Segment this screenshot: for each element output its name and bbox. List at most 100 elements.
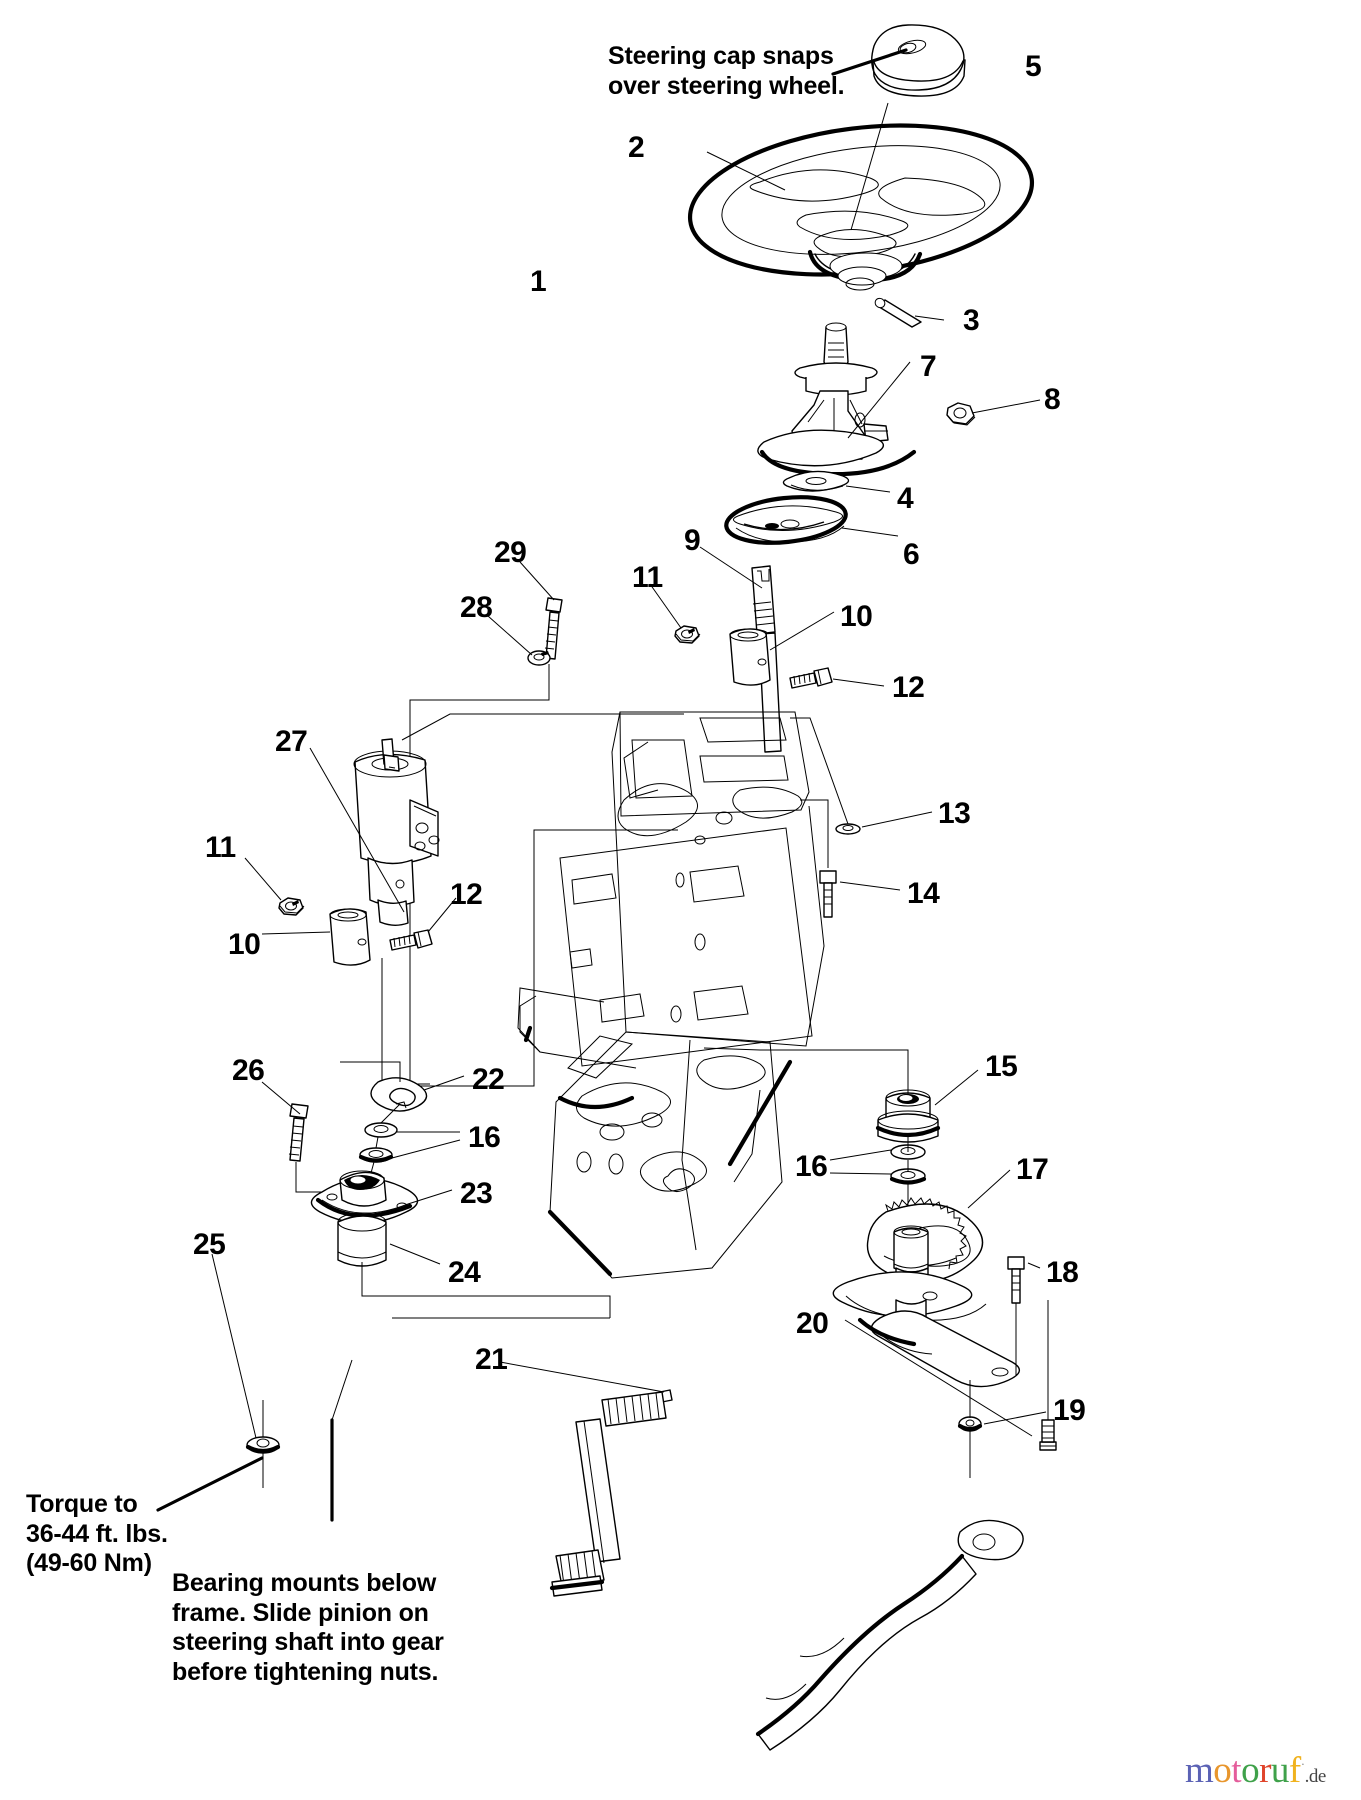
part-18-hex-bolt — [1007, 1256, 1025, 1376]
wm-dot: · — [1300, 1756, 1305, 1772]
callout-9: 9 — [684, 524, 701, 557]
part-10-coupler-lower — [329, 908, 371, 966]
part-3-roll-pin — [874, 297, 922, 328]
callout-10-lower: 10 — [228, 928, 261, 961]
callout-25: 25 — [193, 1228, 226, 1261]
wm-suffix: .de — [1304, 1766, 1327, 1787]
part-17-sector-gear — [866, 1197, 984, 1283]
callout-18: 18 — [1046, 1256, 1079, 1289]
callout-20: 20 — [796, 1307, 829, 1340]
part-19-fastener — [957, 1380, 983, 1478]
callout-21: 21 — [475, 1343, 508, 1376]
part-15-bushing-flanged — [875, 1089, 941, 1143]
callout-16-left: 16 — [468, 1121, 501, 1154]
part-13-flat-washer — [835, 823, 861, 835]
leader-16-right-b — [829, 1172, 892, 1175]
part-12-hex-bolt-upper — [789, 667, 833, 689]
callout-12-upper: 12 — [892, 671, 925, 704]
callout-13: 13 — [938, 797, 971, 830]
leader-12-upper — [832, 678, 885, 687]
part-16-washer-left-upper — [364, 1122, 398, 1138]
leader-6 — [841, 527, 899, 537]
part-21-steering-shaft-pinion — [549, 1389, 673, 1597]
part-25-lock-nut — [245, 1400, 281, 1488]
note-torque: Torque to 36-44 ft. lbs. (49-60 Nm) — [26, 1490, 168, 1577]
leader-cap-to-wheel — [850, 102, 889, 231]
callout-6: 6 — [903, 538, 920, 571]
part-11-lock-washer-lower — [278, 897, 305, 916]
callout-12-lower: 12 — [450, 878, 483, 911]
callout-17: 17 — [1016, 1153, 1049, 1186]
leader-26 — [261, 1081, 301, 1115]
callout-23: 23 — [460, 1177, 493, 1210]
wm-letter-u: u — [1270, 1750, 1290, 1791]
part-11-lock-washer-upper — [674, 625, 701, 644]
wm-letter-o1: o — [1213, 1750, 1232, 1791]
callout-10-upper: 10 — [840, 600, 873, 633]
part-12-hex-bolt-lower — [389, 929, 433, 951]
part-22-retaining-ring — [370, 1077, 428, 1112]
wm-letter-t: t — [1231, 1750, 1242, 1791]
callout-24: 24 — [448, 1256, 481, 1289]
leader-15 — [934, 1069, 979, 1106]
part-19-drag-link — [755, 1519, 1024, 1751]
callout-26: 26 — [232, 1054, 265, 1087]
part-23-bearing-flange — [310, 1170, 419, 1224]
callout-19: 19 — [1053, 1394, 1086, 1427]
leader-13 — [861, 811, 933, 828]
leader-18 — [1027, 1262, 1041, 1269]
callout-3: 3 — [963, 304, 980, 337]
wm-letter-f: f — [1288, 1750, 1301, 1791]
spindle-lower-arm — [832, 1267, 1021, 1388]
leader-19 — [983, 1411, 1047, 1425]
leader-2 — [706, 151, 786, 191]
leader-8 — [971, 399, 1041, 414]
part-14-carriage-bolt — [819, 870, 837, 918]
part-4-flat-washer — [782, 470, 850, 492]
part-16-washer-left-lower — [358, 1147, 394, 1163]
callout-28: 28 — [460, 591, 493, 624]
leader-3 — [914, 315, 945, 321]
part-27-electric-steering-motor — [353, 738, 440, 926]
leader-27 — [309, 747, 405, 913]
leader-note-steering-cap — [831, 48, 908, 76]
note-steering-cap: Steering cap snaps over steering wheel. — [608, 42, 845, 100]
callout-27: 27 — [275, 725, 308, 758]
coupler-tie — [381, 829, 678, 1087]
assembly-tie-left — [409, 664, 550, 1085]
leader-21 — [499, 1361, 665, 1393]
callout-8: 8 — [1044, 383, 1061, 416]
part-9-upper-steering-shaft — [751, 565, 782, 753]
part-6-insert-plate — [724, 495, 848, 545]
wm-letter-o2: o — [1241, 1750, 1260, 1791]
callout-4: 4 — [897, 482, 914, 515]
part-7-steering-adapter — [757, 322, 917, 477]
wm-letter-m: m — [1185, 1750, 1214, 1791]
callout-11-upper: 11 — [632, 561, 663, 594]
leader-29 — [519, 561, 555, 601]
frame-chassis — [517, 711, 825, 1279]
leader-17 — [967, 1169, 1011, 1209]
callout-2: 2 — [628, 131, 645, 164]
part-2-steering-wheel — [687, 123, 1035, 291]
callout-11-lower: 11 — [205, 831, 236, 864]
part-20-hex-bolt — [1039, 1300, 1057, 1451]
wm-letter-r: r — [1259, 1750, 1271, 1791]
tie-22 — [340, 1061, 401, 1082]
part-5-steering-cap — [871, 24, 966, 97]
callout-14: 14 — [907, 877, 940, 910]
motoruf-watermark: motoruf·.de — [1185, 1752, 1326, 1789]
leader-10-lower — [261, 931, 331, 935]
motor-tie-right — [401, 713, 684, 741]
leader-14 — [839, 881, 901, 891]
part-8-hex-nut — [946, 402, 976, 426]
leader-24 — [389, 1243, 441, 1265]
part-26-hex-bolt — [288, 1103, 340, 1193]
leader-9 — [699, 546, 763, 589]
leader-11-upper — [649, 583, 682, 629]
leader-12-lower — [427, 897, 457, 933]
callout-15: 15 — [985, 1050, 1018, 1083]
leader-note-bearing-angle — [331, 1359, 353, 1421]
